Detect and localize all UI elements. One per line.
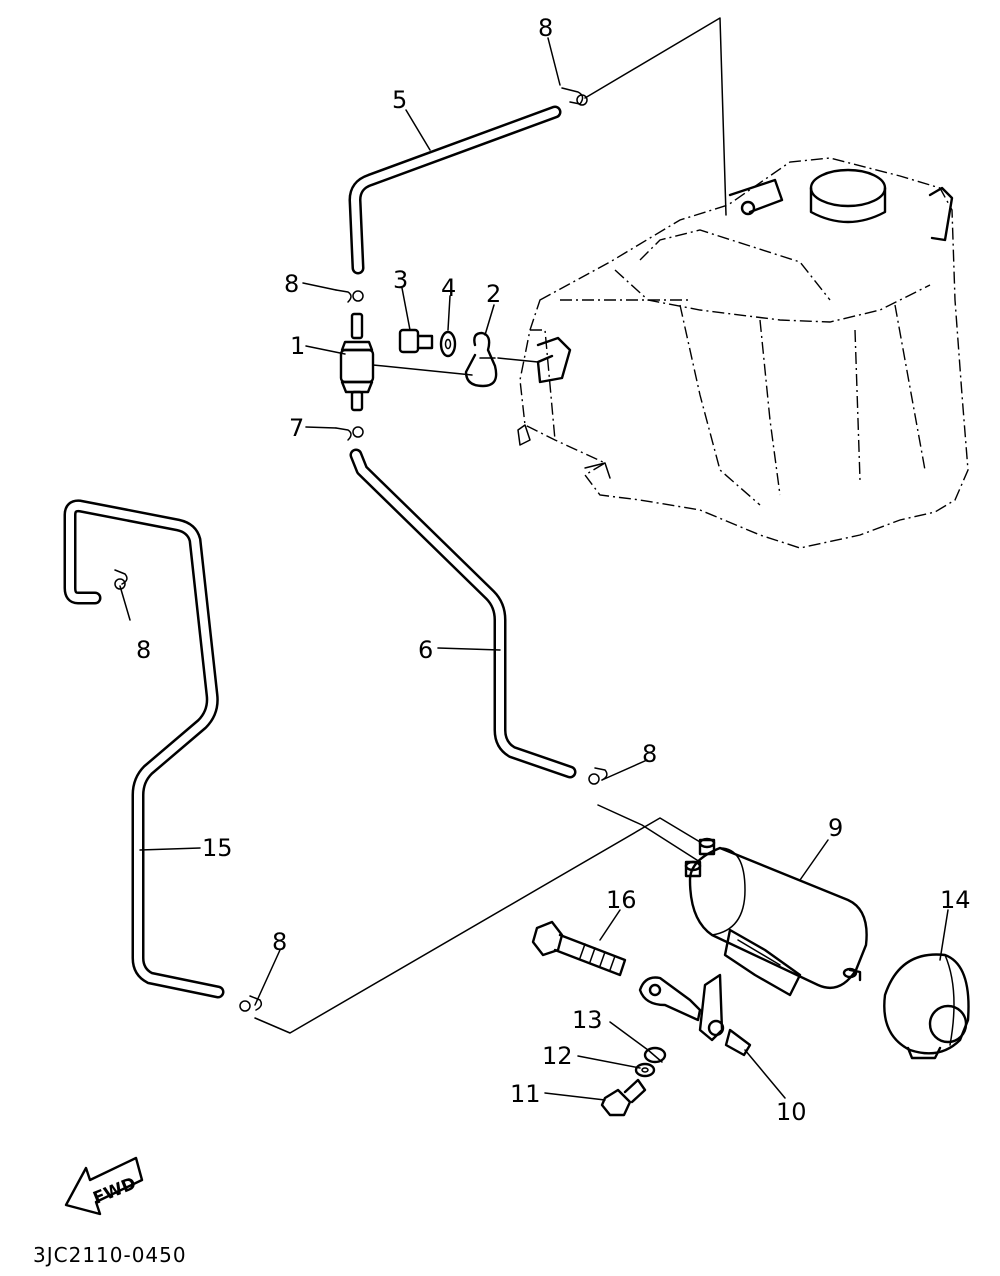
fuel-filter — [339, 312, 375, 412]
washer-4 — [439, 330, 457, 358]
fuel-pump — [684, 837, 868, 990]
hose-15 — [63, 499, 225, 999]
part-label: 10 — [776, 1098, 807, 1126]
part-label: 5 — [392, 86, 407, 114]
part-label: 4 — [441, 274, 456, 302]
part-label: 12 — [542, 1042, 573, 1070]
part-label: 16 — [606, 886, 637, 914]
tank-vent-nipple — [928, 186, 954, 242]
leader-lines — [119, 37, 949, 1101]
hose-clip-8-hose6 — [588, 767, 608, 785]
part-label: 2 — [486, 280, 501, 308]
fwd-label: FWD — [90, 1174, 139, 1209]
tank-bracket — [536, 336, 572, 384]
part-label: 13 — [572, 1006, 603, 1034]
part-label: 15 — [202, 834, 233, 862]
part-label: 8 — [642, 740, 657, 768]
fwd-arrow-icon: FWD — [64, 1156, 144, 1216]
part-label: 9 — [828, 814, 843, 842]
part-label: 3 — [393, 266, 408, 294]
nut-13 — [643, 1046, 667, 1064]
part-labels: 8 5 8 3 4 2 1 7 8 6 8 9 15 16 14 8 13 12… — [136, 14, 971, 1126]
hose-clip-8-left — [335, 289, 364, 303]
part-label: 8 — [272, 928, 287, 956]
hose-5 — [348, 105, 562, 275]
bolt-3 — [398, 328, 434, 354]
part-label: 8 — [136, 636, 151, 664]
holder-2 — [464, 331, 498, 388]
hose-6 — [349, 448, 577, 779]
fuel-tank — [517, 157, 969, 549]
hose-clip-8-bottom — [239, 995, 263, 1012]
part-label: 14 — [940, 886, 971, 914]
part-label: 11 — [510, 1080, 541, 1108]
part-label: 1 — [290, 332, 305, 360]
bolt-16 — [531, 920, 627, 977]
drawing-code: 3JC2110-0450 — [33, 1243, 187, 1267]
part-label: 8 — [284, 270, 299, 298]
part-label: 8 — [538, 14, 553, 42]
hose-clip-8-top — [561, 87, 588, 106]
routing-lines — [254, 17, 727, 1034]
tank-filler-cap — [809, 168, 887, 224]
washer-12 — [634, 1062, 656, 1078]
pump-mount-strap — [723, 928, 802, 997]
part-label: 6 — [418, 636, 433, 664]
hose-clip-8-hose15 — [114, 569, 128, 590]
hose-clip-7 — [335, 426, 364, 441]
part-label: 7 — [289, 414, 304, 442]
cap-14 — [883, 953, 970, 1060]
tank-top-fitting — [728, 178, 784, 216]
bracket-10 — [638, 973, 752, 1057]
screw-11 — [600, 1078, 647, 1117]
